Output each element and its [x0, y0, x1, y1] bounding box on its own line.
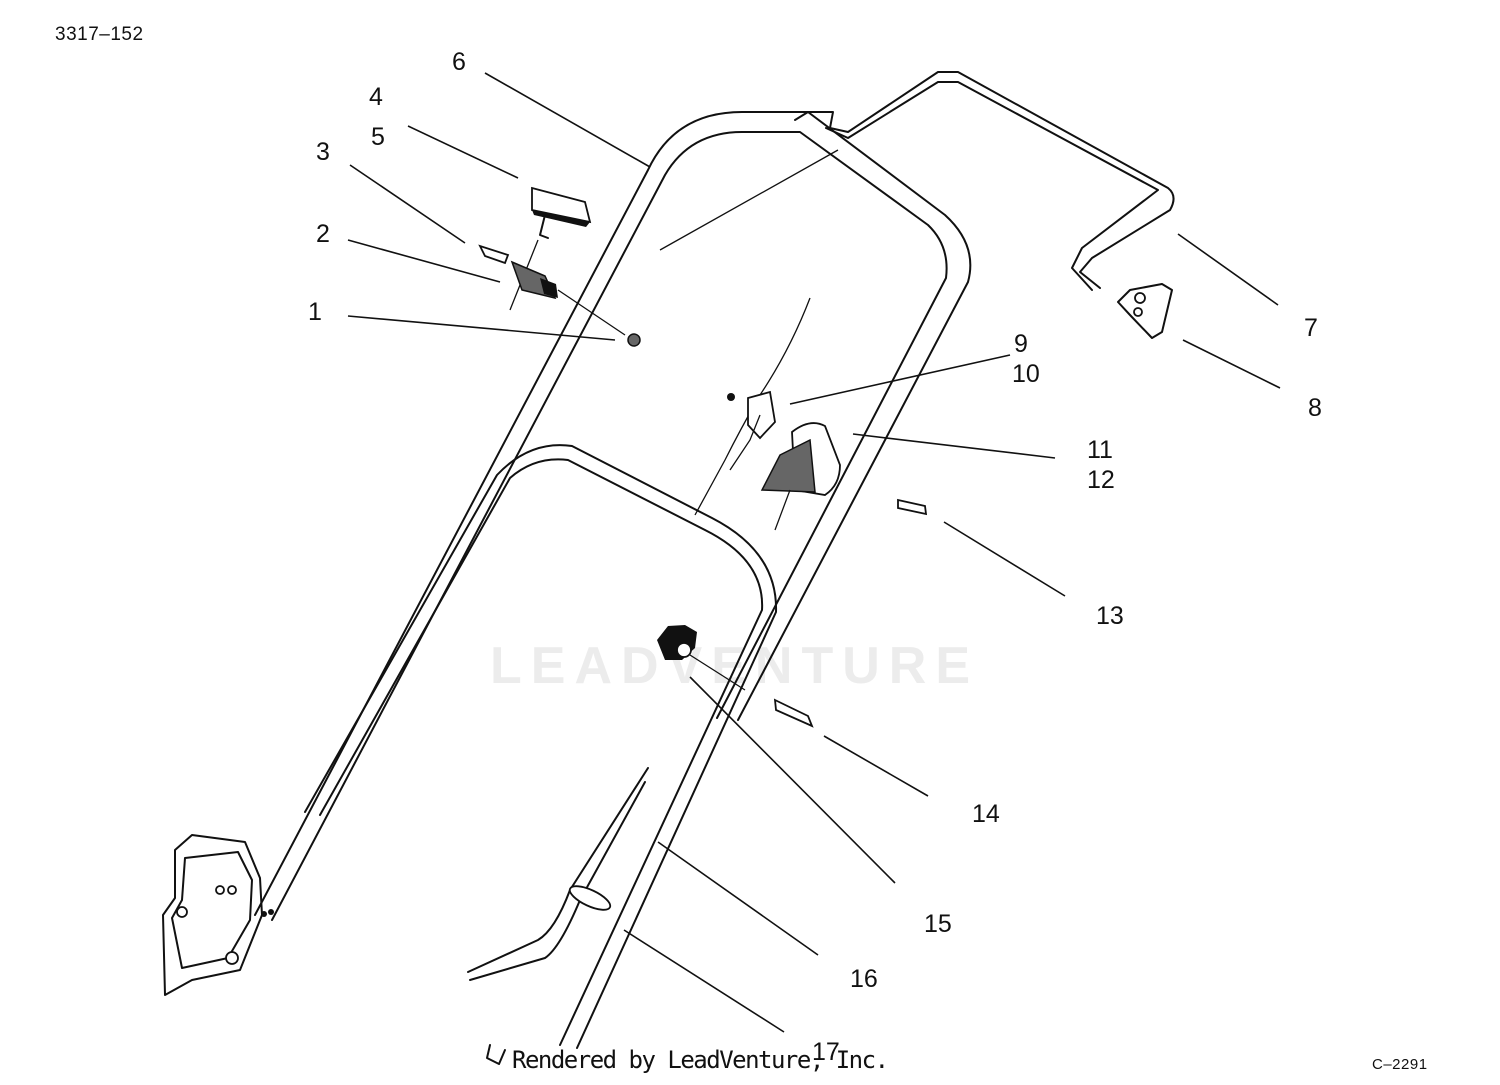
leader-lines [347, 72, 1281, 1033]
callout-11: 11 [1087, 436, 1113, 464]
callout-8: 8 [1308, 394, 1322, 422]
callout-16: 16 [850, 965, 878, 993]
upper-handle [254, 111, 972, 921]
lower-handle [304, 444, 778, 1065]
control-bar [659, 71, 1175, 291]
callout-17: 17 [812, 1038, 840, 1066]
callout-5: 5 [371, 123, 385, 151]
callout-12: 12 [1087, 466, 1115, 494]
callout-6: 6 [452, 48, 466, 76]
watermark: LEADVENTURE [490, 637, 980, 695]
callout-1: 1 [308, 298, 322, 326]
callout-4: 4 [369, 83, 383, 111]
callout-10: 10 [1012, 360, 1040, 388]
callout-3: 3 [316, 138, 330, 166]
handle-knob-bolt [657, 625, 814, 728]
drawing-code: 3317–152 [55, 24, 144, 45]
cable-guides [694, 297, 928, 531]
callout-14: 14 [972, 800, 1000, 828]
callout-7: 7 [1304, 314, 1318, 342]
knob-assembly [478, 186, 641, 347]
sheet-code: C–2291 [1372, 1056, 1428, 1073]
callout-13: 13 [1096, 602, 1124, 630]
callout-15: 15 [924, 910, 952, 938]
callout-labels: 1 2 3 4 5 6 7 8 9 10 11 12 13 14 15 16 1… [308, 48, 1322, 1066]
pivot-bracket [162, 834, 274, 996]
footer-credit: Rendered by LeadVenture, Inc. [512, 1046, 889, 1074]
cable-bracket [1117, 283, 1173, 339]
cable-and-clip [467, 767, 649, 981]
callout-2: 2 [316, 220, 330, 248]
callout-9: 9 [1014, 330, 1028, 358]
